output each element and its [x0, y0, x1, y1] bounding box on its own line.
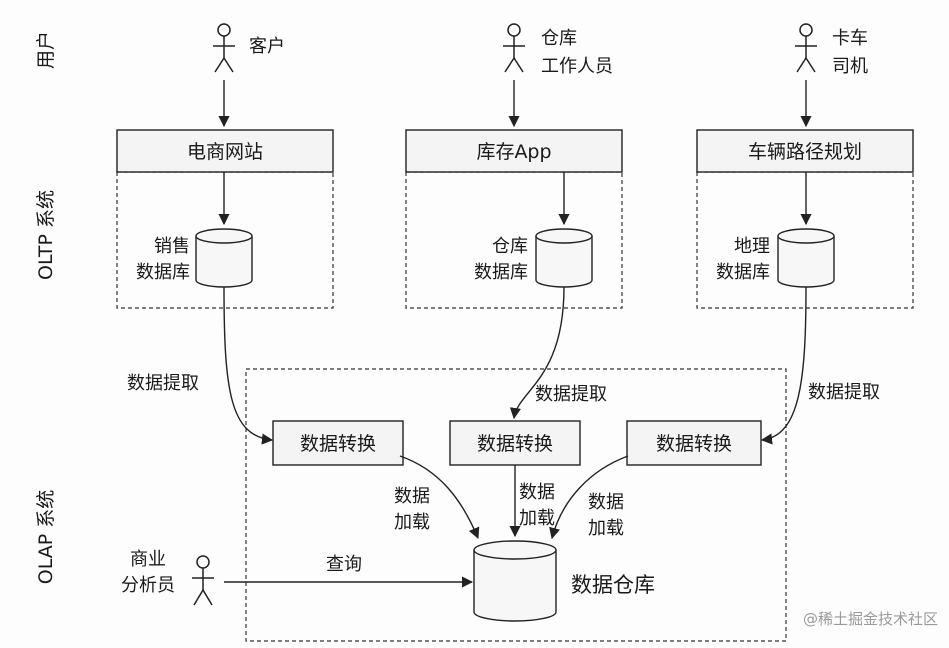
sales-load-label-line2: 加载 — [394, 512, 430, 533]
geo-db-label-line2: 数据库 — [716, 262, 770, 283]
geo-load-label-line1: 数据 — [588, 492, 624, 513]
analyst-label-line2: 分析员 — [121, 575, 175, 596]
geo-transform-label: 数据转换 — [656, 433, 732, 455]
inventory-app-box — [405, 129, 623, 173]
data-warehouse-icon — [473, 540, 557, 622]
geo-load-label-line2: 加载 — [588, 518, 624, 539]
analyst-label-line1: 商业 — [130, 549, 166, 570]
oltp-side-label: OLTP 系统 — [35, 190, 57, 280]
warehouse-db-label-line1: 仓库 — [492, 236, 528, 257]
warehouse-load-label-line1: 数据 — [519, 482, 555, 503]
routing-app-label: 车辆路径规划 — [748, 141, 862, 163]
sales-transform-label: 数据转换 — [300, 433, 376, 455]
ecommerce-app-label: 电商网站 — [187, 141, 263, 163]
users-side-label: 用户 — [35, 31, 57, 69]
olap-side-label: OLAP 系统 — [35, 490, 57, 584]
warehouse-worker-label-line1: 仓库 — [541, 28, 577, 49]
truck-driver-person-icon — [795, 23, 817, 73]
warehouse-worker-person-icon — [503, 23, 525, 73]
geo-transform-box — [626, 420, 762, 466]
warehouse-db-label-line2: 数据库 — [474, 262, 528, 283]
watermark-text: @稀土掘金技术社区 — [803, 610, 938, 628]
warehouse-worker-label-line2: 工作人员 — [541, 56, 613, 77]
ecommerce-app-box — [116, 129, 334, 173]
sales-extract-label: 数据提取 — [127, 373, 199, 394]
sales-transform-box — [272, 420, 404, 466]
sales-db-label-line1: 销售 — [154, 236, 190, 257]
sales-db-label-line2: 数据库 — [136, 262, 190, 283]
query-label: 查询 — [326, 554, 362, 575]
warehouse-extract-arrow — [509, 286, 565, 420]
sales-load-label-line1: 数据 — [394, 486, 430, 507]
business-analyst-person-icon — [192, 555, 214, 606]
geo-extract-label: 数据提取 — [808, 382, 880, 403]
geo-db-label-line1: 地理 — [734, 236, 770, 257]
olap-container — [245, 368, 787, 642]
data-warehouse-label: 数据仓库 — [571, 573, 655, 597]
warehouse-load-label-line2: 加载 — [519, 508, 555, 529]
geo-extract-arrow — [760, 286, 807, 445]
sales-extract-arrow — [223, 286, 274, 445]
truck-driver-label-line2: 司机 — [832, 56, 868, 77]
customer-label: 客户 — [249, 36, 285, 57]
truck-driver-label-line1: 卡车 — [832, 28, 868, 49]
geo-load-arrow — [549, 455, 629, 540]
warehouse-database-icon — [535, 228, 593, 288]
sales-database-icon — [195, 228, 253, 288]
warehouse-transform-label: 数据转换 — [477, 433, 553, 455]
inventory-app-label: 库存App — [476, 141, 551, 163]
customer-person-icon — [213, 23, 235, 73]
warehouse-extract-label: 数据提取 — [535, 384, 607, 405]
geo-database-icon — [777, 228, 835, 288]
sales-load-arrow — [399, 455, 480, 540]
routing-app-box — [696, 129, 914, 173]
